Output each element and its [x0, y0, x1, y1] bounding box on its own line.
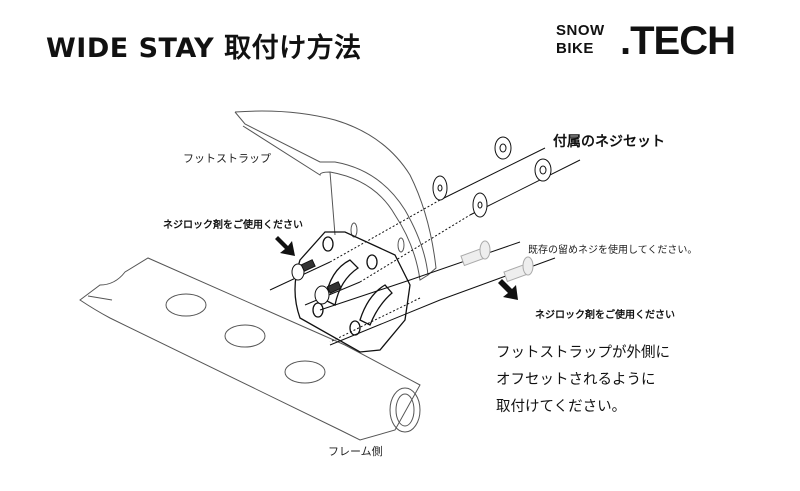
existing-screws	[460, 240, 534, 283]
note-line-1: フットストラップが外側に	[496, 345, 670, 361]
logo-tech: .TECH	[620, 19, 736, 63]
label-included-screws: 付属のネジセット	[553, 134, 665, 150]
wide-stay-bracket	[294, 231, 411, 353]
note-line-3: 取付けてください。	[496, 399, 627, 415]
nuts-and-washers	[291, 136, 552, 305]
frame-plate	[79, 257, 421, 441]
label-threadlock-left: ネジロック剤をご使用ください	[163, 220, 303, 231]
label-threadlock-right: ネジロック剤をご使用ください	[535, 310, 675, 321]
label-existing-screws: 既存の留めネジを使用してください。	[528, 245, 698, 256]
note-line-2: オフセットされるように	[496, 372, 656, 388]
arrow-icon-left	[275, 236, 295, 256]
logo-line2: BIKE	[556, 40, 594, 57]
label-footstrap: フットストラップ	[183, 152, 271, 165]
label-frame-side: フレーム側	[328, 445, 383, 458]
logo-line1: SNOW	[556, 22, 605, 39]
page-title: WIDE STAY 取付け方法	[46, 33, 362, 64]
arrow-icon-right	[498, 279, 518, 300]
footstrap-part	[234, 110, 437, 281]
snowbike-tech-logo: SNOW BIKE .TECH	[556, 20, 736, 62]
screws	[300, 259, 342, 294]
